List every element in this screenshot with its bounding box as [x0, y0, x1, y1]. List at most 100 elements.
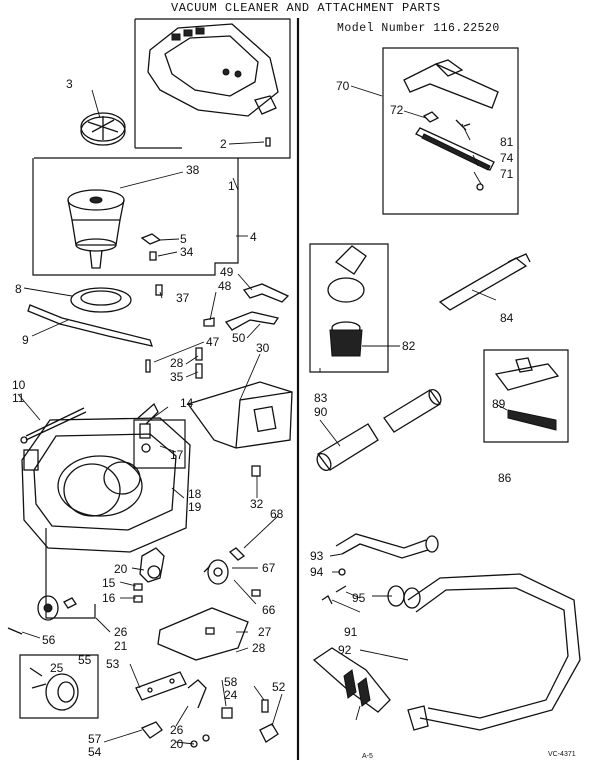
motor-drawing	[67, 189, 125, 269]
main-body-drawing	[21, 402, 191, 553]
part-label-66: 67	[262, 561, 276, 575]
part-label-15: 17	[170, 448, 184, 462]
dashed-frame-left	[45, 528, 96, 619]
part-label-2: 2	[220, 137, 227, 151]
part-labels: 3 2 1 38 4 5 34 37 8 9 47 28 35 49 48 50…	[12, 77, 576, 760]
part-label-19: 21	[114, 639, 128, 653]
part-label-83: 84	[500, 311, 514, 325]
part-label-54: 54	[88, 745, 102, 759]
part-label-9: 9	[22, 333, 29, 347]
part-label-16: 18	[188, 487, 202, 501]
caster-drawing	[133, 547, 165, 603]
part-label-24: 26	[114, 625, 128, 639]
diagram-title: VACUUM CLEANER AND ATTACHMENT PARTS	[171, 1, 441, 15]
part-label-85: 89	[492, 397, 506, 411]
part-label-84: 86	[498, 471, 512, 485]
part-label-28-b: 28	[252, 641, 266, 655]
part-label-26: 26	[170, 723, 184, 737]
page-number: A-5	[362, 753, 373, 760]
part-label-92: 94	[310, 565, 324, 579]
latch-drawing	[139, 423, 151, 453]
part-label-32: 32	[250, 497, 264, 511]
small-parts-92-94	[321, 568, 347, 605]
part-label-25: 27	[258, 625, 272, 639]
misc-small-parts	[145, 283, 290, 379]
floor-tool-drawing	[403, 59, 499, 191]
part-label-30: 30	[256, 341, 270, 355]
part-label-1: 1	[228, 179, 235, 193]
dashed-frame-latch	[133, 419, 186, 469]
part-label-58: 58	[224, 675, 238, 689]
part-label-86: 90	[314, 405, 328, 419]
part-label-70: 71	[500, 167, 514, 181]
dashed-frame-floor-tool	[382, 47, 519, 215]
crevice-tool-drawing	[438, 253, 531, 311]
part-label-93: 95	[352, 591, 366, 605]
part-label-72: 74	[500, 151, 514, 165]
part-label-4: 4	[250, 230, 257, 244]
dashed-frame-upholstery	[483, 349, 569, 443]
gasket-ring-drawing	[27, 287, 153, 347]
part-label-18: 20	[114, 562, 128, 576]
part-label-50: 50	[232, 331, 246, 345]
dashed-frame-brush	[309, 243, 389, 373]
part-label-91: 93	[310, 549, 324, 563]
part-label-21: 24	[224, 688, 238, 702]
upholstery-tool-drawing	[494, 357, 560, 431]
part-label-20: 20	[170, 737, 184, 751]
part-label-68: 70	[336, 79, 350, 93]
part-label-28: 28	[170, 356, 184, 370]
part-label-49: 49	[220, 265, 234, 279]
part-label-8: 8	[15, 282, 22, 296]
part-label-81: 82	[402, 339, 416, 353]
hose-drawing	[335, 533, 581, 731]
part-label-61: 66	[262, 603, 276, 617]
part-label-71: 72	[390, 103, 404, 117]
part-label-35: 35	[170, 370, 184, 384]
part-label-27: 25	[50, 661, 64, 675]
pin-drawing	[20, 407, 87, 444]
part-label-3: 3	[66, 77, 73, 91]
part-label-55: 55	[78, 653, 92, 667]
part-label-37: 37	[176, 291, 190, 305]
part-label-13: 15	[102, 576, 116, 590]
wand-tubes-drawing	[316, 388, 442, 472]
dusting-brush-drawing	[327, 245, 367, 357]
part-label-11: 11	[12, 391, 25, 405]
part-label-34: 34	[180, 245, 194, 259]
part-label-89: 91	[344, 625, 358, 639]
nozzle-housing-drawing	[186, 381, 293, 449]
screw-32	[251, 465, 261, 477]
part-label-67: 68	[270, 507, 284, 521]
part-label-38: 38	[186, 163, 200, 177]
dashed-frame-motor	[32, 157, 239, 276]
dashed-frame-cover	[134, 18, 291, 159]
part-label-57: 57	[88, 732, 102, 746]
part-label-56: 56	[42, 633, 56, 647]
dashed-frame-plug	[19, 654, 99, 719]
part-label-74: 81	[500, 135, 514, 149]
part-label-10: 10	[12, 378, 26, 392]
plug-drawing	[7, 627, 79, 711]
figure-code: VC-4371	[548, 751, 576, 758]
model-number: Model Number 116.22520	[337, 22, 500, 35]
part-label-52: 52	[272, 680, 286, 694]
plate-25-drawing	[157, 607, 249, 661]
part-label-90: 92	[338, 643, 352, 657]
screw-2	[265, 137, 271, 147]
part-label-12: 14	[180, 396, 194, 410]
part-label-48: 48	[218, 279, 232, 293]
bracket-53-drawing	[135, 671, 187, 701]
leader-lines	[17, 85, 508, 745]
pedal-66-drawing	[203, 547, 261, 597]
part-label-82: 83	[314, 391, 328, 405]
brush-holder-drawing	[140, 233, 163, 296]
switch-parts-drawing	[140, 679, 279, 748]
part-label-53: 53	[106, 657, 120, 671]
wheel-19-drawing	[37, 595, 77, 621]
part-label-5: 5	[180, 232, 187, 246]
part-label-14: 16	[102, 591, 116, 605]
filter-wheel-drawing	[80, 112, 126, 146]
part-label-47: 47	[206, 335, 220, 349]
